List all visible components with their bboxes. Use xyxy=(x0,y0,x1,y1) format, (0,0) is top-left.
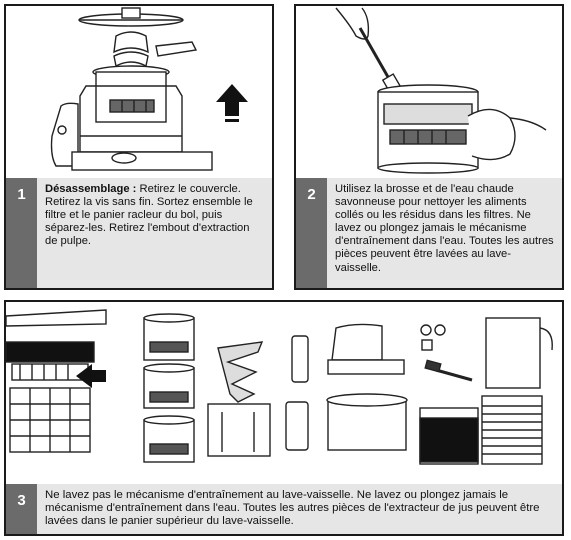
step-2-caption: 2 Utilisez la brosse et de l'eau chaude … xyxy=(296,178,562,288)
step-1-title: Désassemblage : xyxy=(45,183,137,195)
step-3-caption: 3 Ne lavez pas le mécanisme d'entraîneme… xyxy=(6,484,562,534)
step-2-number: 2 xyxy=(296,178,327,288)
step-1-panel: 1 Désassemblage : Retirez le couvercle. … xyxy=(4,4,274,290)
juicer-disassembly-illustration xyxy=(50,7,248,171)
left-arrow-icon xyxy=(76,364,106,388)
step-1-body: Retirez le couvercle. Retirez la vis san… xyxy=(45,183,253,248)
step-3-text: Ne lavez pas le mécanisme d'entraînement… xyxy=(45,489,540,528)
brush-cleaning-illustration xyxy=(335,7,547,174)
step-1-number: 1 xyxy=(6,178,37,288)
dishwasher-parts-illustration xyxy=(6,309,553,465)
step-2-text: Utilisez la brosse et de l'eau chaude sa… xyxy=(335,183,554,274)
step-1-text: Désassemblage : Retirez le couvercle. Re… xyxy=(45,183,264,248)
step-2-panel: 2 Utilisez la brosse et de l'eau chaude … xyxy=(294,4,564,290)
step-1-caption: 1 Désassemblage : Retirez le couvercle. … xyxy=(6,178,272,288)
step-3-panel: 3 Ne lavez pas le mécanisme d'entraîneme… xyxy=(4,300,564,536)
up-arrow-icon xyxy=(216,84,248,122)
step-3-number: 3 xyxy=(6,484,37,534)
